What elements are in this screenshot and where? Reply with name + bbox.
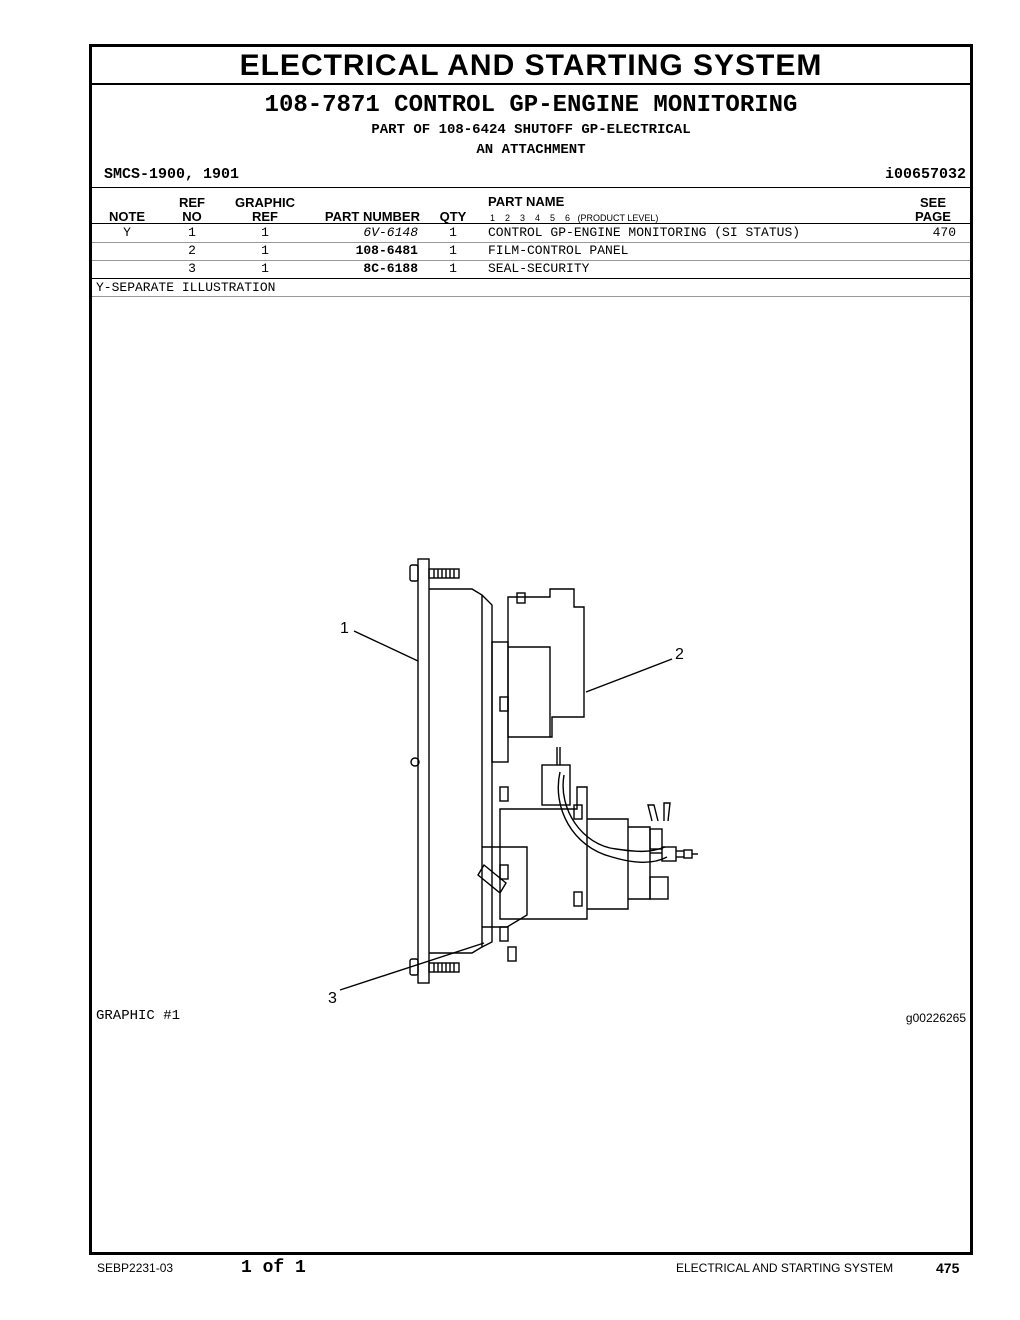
header-bottom-rule <box>92 223 970 224</box>
footnote-rule <box>92 296 970 297</box>
row-part-number: 8C-6188 <box>363 261 418 276</box>
footer-page-number: 475 <box>936 1260 960 1276</box>
callout-label-1: 1 <box>340 620 349 637</box>
row-part-name: CONTROL GP-ENGINE MONITORING (SI STATUS) <box>488 225 801 240</box>
attachment-line: AN ATTACHMENT <box>476 142 586 158</box>
row-graphic-ref: 1 <box>261 225 269 240</box>
table-bottom-rule <box>92 278 970 279</box>
panel-plate-knob <box>410 757 420 767</box>
graphic-label: GRAPHIC #1 <box>96 1008 181 1024</box>
footer-page-of: 1 of 1 <box>241 1258 306 1278</box>
section-title: ELECTRICAL AND STARTING SYSTEM <box>92 47 970 85</box>
group-number: 108-7871 <box>264 92 380 119</box>
graphic-id: g00226265 <box>905 1011 966 1025</box>
col-header-part-number: PART NUMBER <box>324 209 420 224</box>
col-header-ref-bottom: NO <box>182 209 202 224</box>
row-rule <box>92 260 970 261</box>
row-qty: 1 <box>449 261 457 276</box>
row-ref: 2 <box>188 243 196 258</box>
footer-section: ELECTRICAL AND STARTING SYSTEM <box>676 1261 894 1275</box>
info-id: i00657032 <box>884 166 966 183</box>
group-title: 108-7871 CONTROL GP-ENGINE MONITORING <box>92 91 970 121</box>
row-part-name: SEAL-SECURITY <box>488 261 590 276</box>
row-ref: 3 <box>188 261 196 276</box>
callout-leader-2 <box>585 658 673 693</box>
footer-doc-number: SEBP2231-03 <box>97 1261 174 1275</box>
row-qty: 1 <box>449 225 457 240</box>
callout-leader-3 <box>339 942 485 991</box>
col-header-qty: QTY <box>439 209 467 224</box>
row-graphic-ref: 1 <box>261 261 269 276</box>
callout-leader-1 <box>353 630 419 662</box>
row-note: Y <box>123 225 131 240</box>
col-header-graphic-top: GRAPHIC <box>235 195 295 210</box>
row-part-number: 108-6481 <box>355 243 418 258</box>
row-rule <box>92 242 970 243</box>
col-header-ref-top: REF <box>179 195 205 210</box>
row-part-number: 6V-6148 <box>363 225 418 240</box>
row-ref: 1 <box>188 225 196 240</box>
col-header-part-name: PART NAME <box>488 194 565 209</box>
col-header-see-bottom: PAGE <box>915 209 951 224</box>
col-header-graphic-bottom: REF <box>252 209 278 224</box>
row-see-page: 470 <box>932 225 956 240</box>
col-header-note: NOTE <box>108 209 146 224</box>
panel-plate-shape <box>417 558 430 984</box>
row-qty: 1 <box>449 243 457 258</box>
callout-label-2: 2 <box>675 646 684 663</box>
col-header-product-level: 1 2 3 4 5 6 (PRODUCT LEVEL) <box>490 213 659 223</box>
part-of-line: PART OF 108-6424 SHUTOFF GP-ELECTRICAL <box>371 122 691 138</box>
security-seal-shape <box>477 863 507 895</box>
callout-label-3: 3 <box>328 990 337 1007</box>
row-graphic-ref: 1 <box>261 243 269 258</box>
parts-illustration: 1 2 3 <box>328 558 698 1007</box>
table-footnote: Y-SEPARATE ILLUSTRATION <box>96 280 276 295</box>
page-frame: ELECTRICAL AND STARTING SYSTEM 108-7871 … <box>89 44 973 1255</box>
smcs-code: SMCS-1900, 1901 <box>104 166 240 183</box>
group-name: CONTROL GP-ENGINE MONITORING <box>394 92 798 119</box>
col-header-see-top: SEE <box>919 195 946 210</box>
table-top-rule <box>92 187 970 188</box>
row-part-name: FILM-CONTROL PANEL <box>488 243 629 258</box>
